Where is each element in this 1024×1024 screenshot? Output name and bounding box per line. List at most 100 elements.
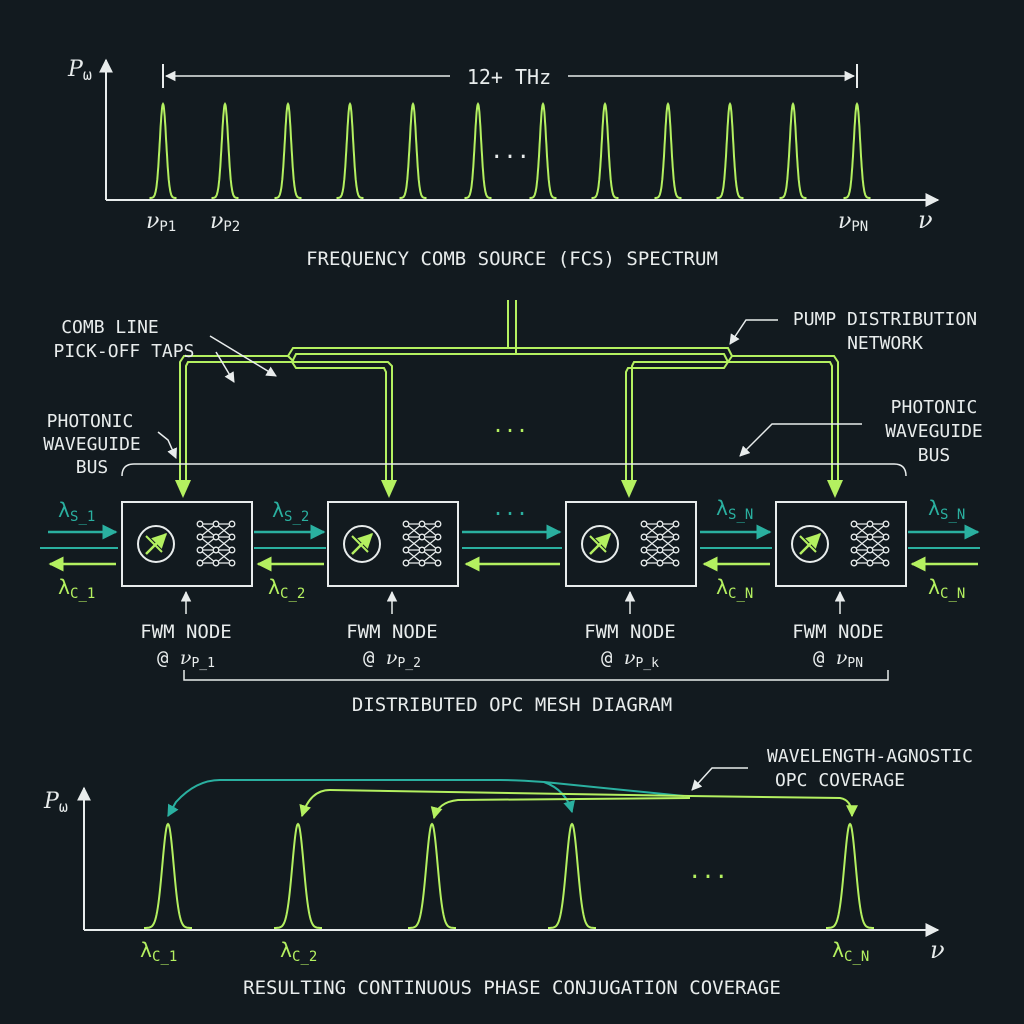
bus-right-pointer xyxy=(739,423,862,457)
comb-lines xyxy=(149,102,871,199)
mixer-icon xyxy=(343,525,381,563)
conj-label-c1: λC_1 xyxy=(58,575,95,602)
bottom-y-axis-label: Pω xyxy=(43,789,68,816)
bottom-x-axis-label: ν xyxy=(930,936,945,964)
fwm-node-box xyxy=(327,501,459,587)
taps-pointer-1 xyxy=(209,335,277,377)
comb-line xyxy=(211,102,239,199)
comb-line xyxy=(529,102,557,199)
node-2-title: FWM NODE xyxy=(346,621,438,643)
comb-line xyxy=(591,102,619,199)
tick-label-p2: νP2 xyxy=(210,209,240,235)
top-caption: FREQUENCY COMB SOURCE (FCS) SPECTRUM xyxy=(306,248,718,270)
coverage-pointer xyxy=(691,767,748,791)
mixer-arrow-icon xyxy=(351,532,374,555)
bottom-tick-c2: λC_2 xyxy=(280,938,317,965)
annot-coverage-line1: WAVELENGTH-AGNOSTIC xyxy=(767,746,973,767)
annot-bus-left-line3: BUS xyxy=(76,457,109,478)
fwm-node-1 xyxy=(121,501,253,614)
mesh-caption: DISTRIBUTED OPC MESH DIAGRAM xyxy=(352,694,672,716)
coverage-arc-teal xyxy=(167,779,685,818)
fwm-node-box xyxy=(121,501,253,587)
node-3-freq: @ νP_k xyxy=(601,647,659,671)
node-1-freq: @ νP_1 xyxy=(157,647,215,671)
conjugate-lines-spectrum xyxy=(144,822,874,929)
mixer-icon xyxy=(137,525,175,563)
coverage-arc-lime-3 xyxy=(430,797,691,820)
bottom-tick-cn: λC_N xyxy=(832,938,869,965)
mesh-top-ellipsis: ... xyxy=(492,413,528,437)
coverage-arc-teal-right xyxy=(543,781,575,814)
signal-label-sn-2: λS_N xyxy=(928,496,965,523)
signal-label-sn-1: λS_N xyxy=(716,496,753,523)
top-x-axis-label: ν xyxy=(918,206,933,234)
comb-line xyxy=(654,102,682,199)
comb-line xyxy=(399,102,427,199)
annot-bus-right-line2: WAVEGUIDE xyxy=(885,421,983,442)
mesh-network-icon xyxy=(850,520,890,567)
tick-label-pn: νPN xyxy=(838,209,868,235)
annot-taps-line2: PICK-OFF TAPS xyxy=(54,341,195,362)
mixer-cross-icon xyxy=(589,535,607,553)
annot-taps-line1: COMB LINE xyxy=(61,317,159,338)
fwm-node-3 xyxy=(565,501,697,614)
comb-line xyxy=(779,102,807,199)
pump-pointer xyxy=(729,319,778,345)
top-y-axis-label: Pω xyxy=(67,57,92,84)
comb-line xyxy=(464,102,492,199)
annot-bus-left-line1: PHOTONIC xyxy=(47,411,134,432)
annot-pump-line1: PUMP DISTRIBUTION xyxy=(793,309,977,330)
node-4-freq: @ νPN xyxy=(813,647,863,671)
conjugate-peak xyxy=(274,822,322,929)
mesh-bottom-bracket xyxy=(183,670,889,681)
bottom-caption: RESULTING CONTINUOUS PHASE CONJUGATION C… xyxy=(243,977,781,999)
bus-left-pointer xyxy=(157,431,177,459)
conjugate-peak xyxy=(826,822,874,929)
tick-label-p1: νP1 xyxy=(146,209,176,235)
mixer-icon xyxy=(581,525,619,563)
fwm-nodes xyxy=(121,501,907,614)
conj-label-c2: λC_2 xyxy=(268,575,305,602)
signal-label-s1: λS_1 xyxy=(58,498,95,525)
conjugate-peak xyxy=(144,822,192,929)
mixer-arrow-icon xyxy=(799,532,822,555)
node-2-freq: @ νP_2 xyxy=(363,647,421,671)
comb-line xyxy=(843,102,871,199)
mixer-arrow-icon xyxy=(145,532,168,555)
conj-label-cn-2: λC_N xyxy=(928,575,965,602)
mixer-cross-icon xyxy=(145,535,163,553)
bottom-spectrum: Pω ν WAVELENGTH-AGNOSTIC OPC COVERAGE ..… xyxy=(43,746,973,999)
bottom-ellipsis: ... xyxy=(688,859,728,884)
comb-line xyxy=(716,102,744,199)
taps-pointer-2 xyxy=(215,351,235,383)
mesh-section: ... COMB LINE PICK-OFF TAPS PUMP DISTRIB… xyxy=(40,300,983,716)
conjugate-peak xyxy=(408,822,456,929)
waveguide-bus-bracket xyxy=(121,463,907,477)
coverage-arc-lime-2 xyxy=(689,795,858,818)
mixer-cross-icon xyxy=(799,535,817,553)
comb-line xyxy=(336,102,364,199)
mesh-network-icon xyxy=(196,520,236,567)
annot-coverage-line2: OPC COVERAGE xyxy=(775,770,905,791)
conjugate-peak xyxy=(548,822,596,929)
span-label: 12+ THz xyxy=(467,65,551,89)
signal-label-s2: λS_2 xyxy=(272,498,309,525)
comb-line xyxy=(149,102,177,199)
annot-pump-line2: NETWORK xyxy=(847,333,923,354)
mixer-arrow-icon xyxy=(589,532,612,555)
conj-label-cn-1: λC_N xyxy=(716,575,753,602)
mesh-network-icon xyxy=(402,520,442,567)
fwm-node-box xyxy=(775,501,907,587)
node-1-title: FWM NODE xyxy=(140,621,232,643)
node-3-title: FWM NODE xyxy=(584,621,676,643)
pump-distribution-network xyxy=(175,300,843,498)
fwm-node-4 xyxy=(775,501,907,614)
node-4-title: FWM NODE xyxy=(792,621,884,643)
bottom-tick-c1: λC_1 xyxy=(140,938,177,965)
mixer-icon xyxy=(791,525,829,563)
node-labels: FWM NODE @ νP_1 FWM NODE @ νP_2 FWM NODE… xyxy=(140,621,884,671)
top-spectrum: Pω ν 12+ THz ... νP1 νP2 νPN FREQUENCY C… xyxy=(67,57,940,270)
annot-bus-left-line2: WAVEGUIDE xyxy=(43,434,141,455)
